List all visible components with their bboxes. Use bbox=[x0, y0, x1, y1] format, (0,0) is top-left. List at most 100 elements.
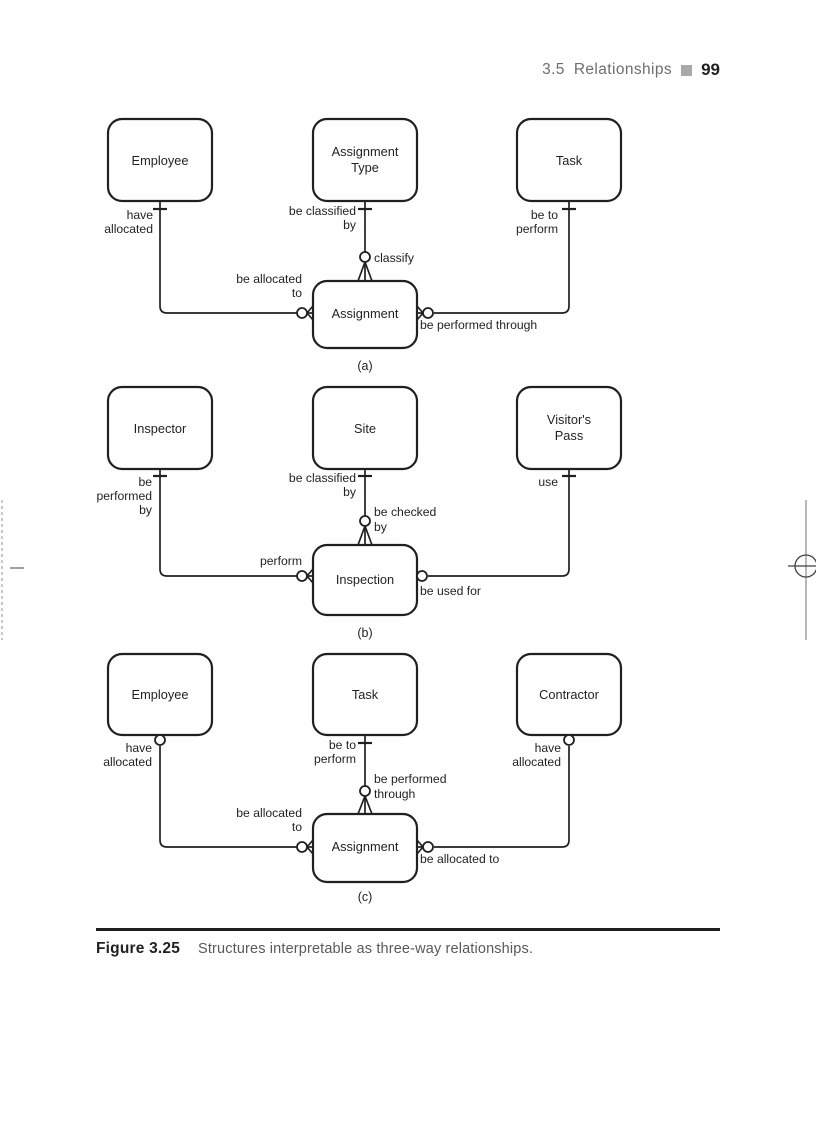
crow-foot bbox=[306, 839, 314, 855]
caption-rule bbox=[96, 928, 720, 931]
entity-label-line2: Pass bbox=[555, 428, 583, 443]
rel-label-through: through bbox=[374, 787, 415, 801]
page-number: 99 bbox=[701, 60, 720, 79]
relationship-task-assignment-a[interactable] bbox=[416, 201, 576, 321]
relationship-visitors-pass-inspection-b[interactable] bbox=[416, 469, 576, 582]
optional-circle bbox=[296, 841, 308, 853]
rel-label-be-used-for: be used for bbox=[420, 584, 481, 598]
entity-label: Contractor bbox=[539, 687, 599, 702]
entity-label: Employee bbox=[132, 153, 189, 168]
rel-label-by: by bbox=[139, 503, 153, 517]
section-title: Relationships bbox=[573, 61, 673, 78]
entity-label: Assignment bbox=[332, 839, 399, 854]
optional-circle bbox=[359, 251, 371, 263]
crow-foot bbox=[357, 525, 373, 546]
rel-label-have: have bbox=[127, 208, 154, 222]
rel-label-to: to bbox=[292, 286, 302, 300]
figure-3-25-diagram: .bx{fill:#ffffff;stroke:#231f20;stroke-w… bbox=[96, 117, 623, 904]
optional-circle-entity-end bbox=[154, 734, 166, 746]
square-bullet-icon bbox=[681, 64, 693, 76]
entity-visitors-pass-b[interactable]: Visitor's Pass bbox=[515, 385, 623, 471]
rel-label-be-to: be to bbox=[531, 208, 558, 222]
entity-task-c[interactable]: Task bbox=[311, 652, 419, 737]
entity-label-line1: Assignment bbox=[332, 144, 399, 159]
subfigure-label-c: (c) bbox=[358, 890, 373, 904]
optional-circle bbox=[416, 570, 428, 582]
entity-label: Inspector bbox=[134, 421, 187, 436]
entity-employee-c[interactable]: Employee bbox=[106, 652, 214, 737]
diagram-c: Employee Task Contractor Assignment bbox=[103, 652, 623, 904]
entity-assignment-c[interactable]: Assignment bbox=[311, 812, 419, 884]
optional-circle bbox=[422, 841, 434, 853]
rel-label-be: be bbox=[138, 475, 152, 489]
subfigure-label-b: (b) bbox=[357, 626, 372, 640]
entity-label: Employee bbox=[132, 687, 189, 702]
entity-label: Site bbox=[354, 421, 376, 436]
rel-label-have: have bbox=[126, 741, 153, 755]
rel-label-perform: perform bbox=[260, 554, 302, 568]
rel-label-be-classified: be classified bbox=[289, 471, 356, 485]
rel-label-by: by bbox=[343, 485, 357, 499]
rel-label-have-r: have bbox=[535, 741, 562, 755]
crow-foot bbox=[357, 795, 373, 815]
entity-label: Assignment bbox=[332, 306, 399, 321]
entity-label: Inspection bbox=[336, 572, 394, 587]
entity-label-line2: Type bbox=[351, 160, 379, 175]
entity-inspector-b[interactable]: Inspector bbox=[106, 385, 214, 471]
rel-label-allocated: allocated bbox=[104, 222, 153, 236]
relationship-assignment-type-assignment-a[interactable] bbox=[357, 201, 373, 282]
rel-label-perform: perform bbox=[314, 752, 356, 766]
section-number: 3.5 bbox=[542, 61, 565, 78]
rel-label-to: to bbox=[292, 820, 302, 834]
entity-label: Task bbox=[556, 153, 583, 168]
crow-foot bbox=[416, 839, 424, 855]
entity-inspection-b[interactable]: Inspection bbox=[311, 543, 419, 617]
rel-label-be-allocated: be allocated bbox=[236, 272, 302, 286]
relationship-inspector-inspection-b[interactable] bbox=[153, 469, 314, 584]
crow-foot bbox=[306, 305, 314, 321]
crow-foot bbox=[416, 305, 424, 321]
optional-circle bbox=[296, 570, 308, 582]
rel-label-be-classified: be classified bbox=[289, 204, 356, 218]
rel-label-classify: classify bbox=[374, 251, 415, 265]
rel-label-allocated: allocated bbox=[103, 755, 152, 769]
relationship-site-inspection-b[interactable] bbox=[357, 469, 373, 546]
figure-caption-text: Structures interpretable as three-way re… bbox=[198, 941, 534, 957]
optional-circle-entity-end bbox=[563, 734, 575, 746]
entity-assignment-type-a[interactable]: Assignment Type bbox=[311, 117, 419, 203]
optional-circle bbox=[422, 307, 434, 319]
rel-label-be-performed: be performed bbox=[374, 772, 447, 786]
relationship-task-assignment-c[interactable] bbox=[357, 735, 373, 815]
entity-site-b[interactable]: Site bbox=[311, 385, 419, 471]
entity-label-line1: Visitor's bbox=[547, 412, 591, 427]
relationship-employee-assignment-c[interactable] bbox=[154, 734, 314, 855]
rel-label-be-checked: be checked bbox=[374, 505, 436, 519]
diagram-b: Inspector Site Visitor's Pass Inspection bbox=[96, 385, 623, 640]
rel-label-by: by bbox=[343, 218, 357, 232]
rel-label-be-allocated: be allocated bbox=[236, 806, 302, 820]
entity-label: Task bbox=[352, 687, 379, 702]
diagram-a: Employee Assignment Type Task Assignment bbox=[104, 117, 623, 373]
rel-label-be-to: be to bbox=[329, 738, 356, 752]
rel-label-by2: by bbox=[374, 520, 388, 534]
relationship-contractor-assignment-c[interactable] bbox=[416, 734, 575, 855]
entity-assignment-a[interactable]: Assignment bbox=[311, 279, 419, 350]
rel-label-be-allocated-to-r: be allocated to bbox=[420, 852, 500, 866]
rel-label-performed: performed bbox=[96, 489, 152, 503]
crow-foot bbox=[357, 261, 373, 282]
subfigure-label-a: (a) bbox=[357, 359, 372, 373]
entity-task-a[interactable]: Task bbox=[515, 117, 623, 203]
running-head: 3.5 Relationships 99 bbox=[542, 60, 720, 80]
entity-contractor-c[interactable]: Contractor bbox=[515, 652, 623, 737]
optional-circle bbox=[359, 515, 371, 527]
rel-label-perform: perform bbox=[516, 222, 558, 236]
optional-circle bbox=[296, 307, 308, 319]
crow-foot bbox=[306, 568, 314, 584]
rel-label-use: use bbox=[538, 475, 558, 489]
relationship-employee-assignment-a[interactable] bbox=[153, 201, 314, 321]
rel-label-be-performed-through: be performed through bbox=[420, 318, 537, 332]
entity-employee-a[interactable]: Employee bbox=[106, 117, 214, 203]
optional-circle bbox=[359, 785, 371, 797]
